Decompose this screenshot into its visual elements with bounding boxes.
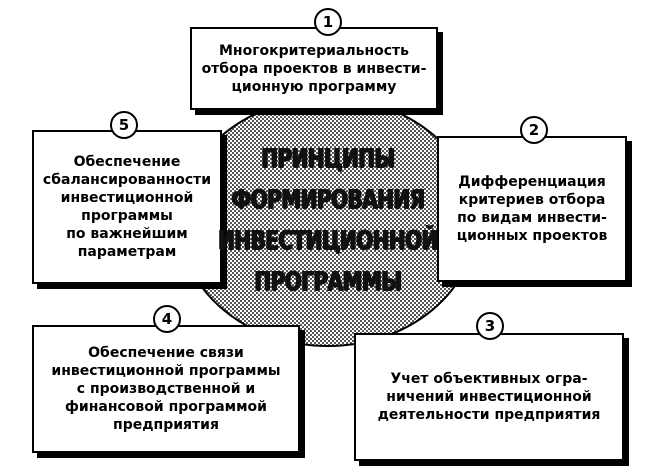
principle-box-1: Многокритериальность отбора проектов в и…: [190, 27, 438, 110]
principle-text-4: Обеспечение связи инвестиционной програм…: [51, 345, 281, 433]
principle-box-5: Обеспечение сбалансированности инвестици…: [32, 130, 222, 284]
principle-number-5: 5: [110, 111, 138, 139]
principle-number-1: 1: [314, 8, 342, 36]
principle-text-2: Дифференциация критериев отбора по видам…: [456, 174, 608, 244]
principle-number-4: 4: [153, 305, 181, 333]
principle-box-4: Обеспечение связи инвестиционной програм…: [32, 325, 300, 453]
principle-text-5: Обеспечение сбалансированности инвестици…: [42, 154, 212, 260]
principle-number-3: 3: [476, 312, 504, 340]
principle-box-2: Дифференциация критериев отбора по видам…: [437, 136, 627, 282]
principle-text-3: Учет объективных огра- ничений инвестици…: [377, 371, 601, 423]
principle-number-2: 2: [520, 116, 548, 144]
center-title: ПРИНЦИПЫ ФОРМИРОВАНИЯ ИНВЕСТИЦИОННОЙ ПРО…: [218, 144, 438, 297]
principle-text-1: Многокритериальность отбора проектов в и…: [201, 42, 427, 95]
principle-box-3: Учет объективных огра- ничений инвестици…: [354, 333, 624, 461]
